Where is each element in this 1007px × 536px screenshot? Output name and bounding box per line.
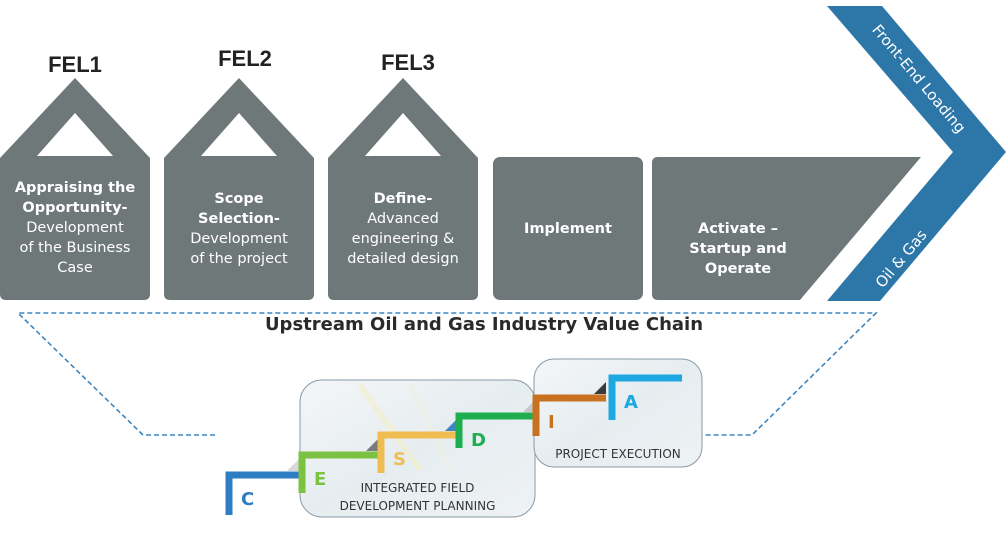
phase-fel1-line-1: Development [26,220,124,236]
phase-fel1-line-3: Case [57,260,93,276]
step-letter-s: S [393,449,406,470]
phase-fel3-line-1: Advanced [367,211,439,227]
step-bracket-a [608,374,682,420]
phase-fel2-bold-2: Selection- [198,211,280,227]
step-letter-d: D [471,430,486,451]
phase-fel1-bold-2: Opportunity- [22,200,128,216]
step-letter-c: C [241,489,254,510]
step-bracket-c [225,471,299,515]
step-corner-triangle-icon [445,419,457,431]
step-bracket-i [532,394,606,436]
step-i: I [532,382,606,436]
ifdp-panel-label: INTEGRATED FIELD DEVELOPMENT PLANNING [300,479,535,515]
ifdp-panel-streak [357,383,423,472]
phase-fel2-line-2: of the project [190,251,288,267]
phase-activate-bold-3: Operate [704,261,772,277]
front-end-loading-chevron [827,6,1006,301]
chevron-top-text: Front-End Loading [868,21,969,137]
dashed-bracket [16,312,878,436]
step-corner-triangle-icon [287,459,299,471]
phase-fel2-house [164,78,314,300]
step-d: D [455,400,535,451]
step-corner-triangle-icon [523,400,535,412]
step-letter-a: A [624,392,638,413]
fel1-label: FEL1 [48,52,102,77]
fel2-label: FEL2 [218,46,272,71]
phase-fel1-text: Appraising the Opportunity- Development … [0,178,150,278]
step-s: S [377,419,457,473]
phase-implement-box [493,157,643,300]
phase-activate-box [652,157,921,300]
step-corner-triangle-icon [594,382,606,394]
ifdp-panel-streak-2 [407,383,453,472]
diagram-title: Upstream Oil and Gas Industry Value Chai… [264,314,704,335]
dashed-bracket-left [16,312,878,436]
step-bracket-s [377,431,457,473]
phase-activate-text: Activate – Startup and Operate [668,219,808,279]
step-letter-e: E [314,469,326,490]
ifdp-label-line-2: DEVELOPMENT PLANNING [339,499,496,513]
execution-label-line-1: PROJECT EXECUTION [555,447,681,461]
phase-fel1-line-2: of the Business [19,240,131,256]
phase-activate-bold-1: Activate – [697,221,779,237]
phase-fel1-bold-1: Appraising the [14,180,136,196]
phase-implement-bold-1: Implement [524,221,612,237]
phase-fel3-line-2: engineering & [351,231,455,247]
phase-fel2-line-1: Development [190,231,288,247]
execution-panel-label: PROJECT EXECUTION [534,445,702,463]
step-bracket-e [298,451,378,493]
step-c: C [225,459,299,515]
step-letter-i: I [548,412,555,433]
phase-implement-text: Implement [493,219,643,239]
phase-activate-bold-2: Startup and [689,241,787,257]
phase-fel3-text: Define- Advanced engineering & detailed … [328,189,478,269]
phase-fel3-bold-1: Define- [373,191,433,207]
step-bracket-d [455,412,535,448]
phase-fel3-line-3: detailed design [347,251,459,267]
step-a: A [608,374,682,420]
step-e: E [298,439,378,493]
phase-fel2-text: Scope Selection- Development of the proj… [164,189,314,269]
step-corner-triangle-icon [366,439,378,451]
phase-fel1-house [0,78,150,300]
ifdp-label-line-1: INTEGRATED FIELD [360,481,475,495]
phase-fel2-bold-1: Scope [214,191,264,207]
phase-fel3-house [328,78,478,300]
fel3-label: FEL3 [381,50,435,75]
